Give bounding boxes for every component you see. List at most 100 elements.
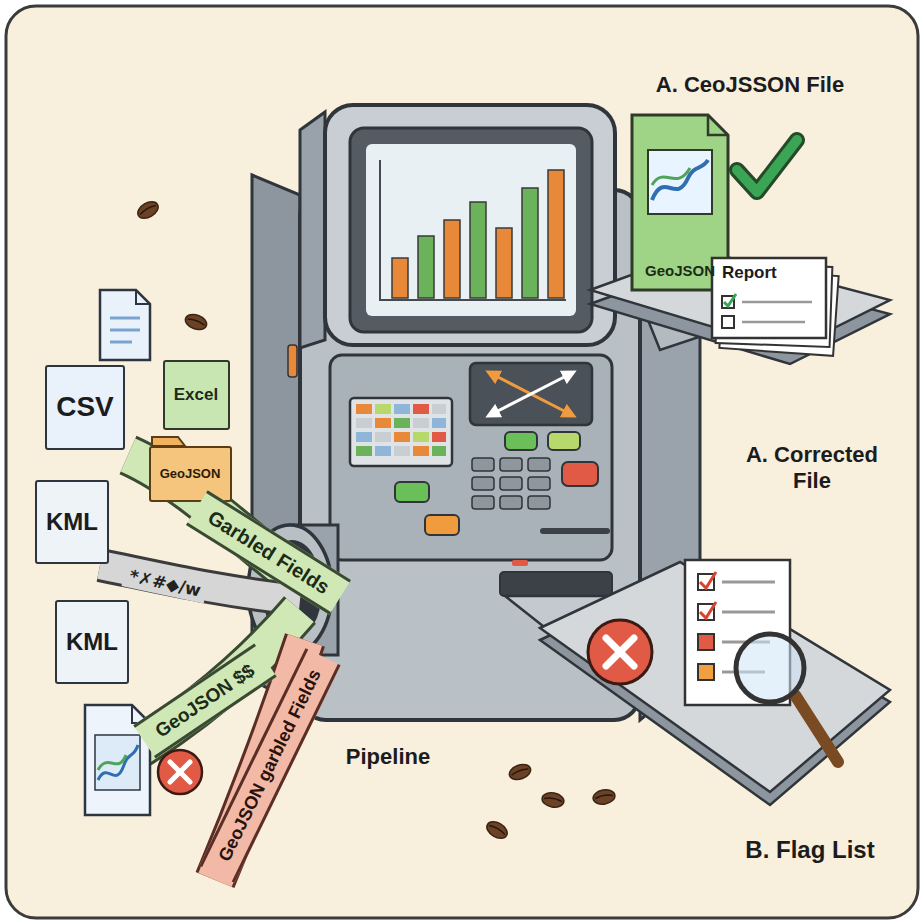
- document-icon: [110, 317, 140, 320]
- pipeline-machine: [325, 105, 615, 345]
- pipeline-machine: [444, 220, 460, 298]
- reject-symbol: [606, 638, 634, 666]
- grid-display: [356, 432, 372, 442]
- pipeline-machine: [392, 258, 408, 298]
- pipeline-machine: [470, 363, 592, 425]
- node-text: GeoJSON: [160, 467, 221, 482]
- node-text: KML: [66, 628, 118, 656]
- pipeline-machine: [492, 374, 570, 414]
- coffee-beans: [489, 824, 505, 834]
- pipeline-machine: [288, 345, 297, 377]
- data-ribbon: GeoJSON $$: [133, 644, 276, 759]
- geojson-output-file: GeoJSON: [632, 115, 728, 290]
- pipeline-machine: [548, 432, 580, 450]
- flag-list: [722, 611, 775, 614]
- check-mark: [737, 140, 797, 192]
- map-file-icon: [98, 745, 138, 780]
- coffee-beans: [183, 312, 208, 333]
- flag-list: [698, 664, 714, 680]
- pipeline-machine: [548, 170, 564, 298]
- kml-file: KML: [55, 600, 129, 684]
- node-text: GeoJSON $$: [151, 660, 259, 742]
- grid-display: [413, 404, 429, 414]
- coffee-beans: [592, 788, 616, 806]
- grid-display: [394, 418, 410, 428]
- check-mark: [737, 140, 797, 192]
- pipeline-machine: [505, 432, 537, 450]
- node-text: KML: [46, 508, 98, 536]
- pipeline-machine: [528, 477, 550, 490]
- stage-label: Pipeline: [346, 744, 430, 770]
- pipeline-machine: [562, 462, 598, 486]
- flag-list: [700, 572, 716, 588]
- report-page: Report: [712, 258, 826, 338]
- coffee-beans: [135, 198, 161, 221]
- coffee-beans: [484, 818, 510, 841]
- grid-display: [375, 446, 391, 456]
- pipeline-machine: [330, 355, 612, 560]
- coffee-beans: [592, 788, 616, 806]
- report-pages: [724, 294, 736, 306]
- grid-display: [375, 418, 391, 428]
- reject-symbol: [158, 620, 652, 794]
- coffee-beans: [507, 762, 532, 783]
- flag-list: [698, 634, 714, 650]
- grid-display: [432, 432, 446, 442]
- grid-display: [394, 404, 410, 414]
- grid-display: [356, 418, 372, 428]
- reject-symbol: [170, 762, 190, 782]
- coffee-beans: [541, 791, 565, 809]
- coffee-beans: [188, 318, 205, 326]
- pipeline-machine: [350, 128, 592, 332]
- output-label: A. CeoJSSON File: [656, 72, 844, 98]
- document-icon: [136, 290, 150, 304]
- pipeline-machine: [492, 374, 570, 414]
- node-text: CSV: [56, 391, 114, 423]
- output-label: B. Flag List: [745, 836, 874, 865]
- coffee-beans: [135, 198, 161, 221]
- grid-display: [432, 404, 446, 414]
- pipeline-machine: [425, 515, 459, 535]
- pipeline-machine: [528, 496, 550, 509]
- csv-file: CSV: [45, 365, 125, 450]
- kml-file: KML: [35, 480, 109, 564]
- coffee-beans: [139, 204, 155, 214]
- grid-display: [356, 404, 446, 456]
- folder-tab: [152, 437, 185, 446]
- coffee-beans: [507, 762, 532, 783]
- magnifier: [736, 634, 838, 762]
- reject-symbol: [158, 750, 202, 794]
- node-text: Excel: [174, 385, 218, 405]
- report-pages: [722, 316, 734, 328]
- pipeline-machine: [500, 496, 522, 509]
- grid-display: [413, 446, 429, 456]
- output-label: A. Corrected File: [725, 442, 900, 495]
- node-text: Garbled Fields: [203, 505, 333, 598]
- pipeline-machine: [540, 528, 610, 534]
- pipeline-machine: [512, 560, 528, 566]
- grid-display: [432, 446, 446, 456]
- grid-display: [356, 446, 372, 456]
- pipeline-machine: [500, 572, 612, 596]
- geojson-folder: GeoJSON: [149, 446, 232, 502]
- report-pages: [712, 258, 839, 356]
- coffee-beans: [544, 797, 562, 802]
- document-icon: [110, 329, 140, 332]
- card-background: [6, 6, 918, 918]
- pipeline-machine: [380, 160, 566, 300]
- coffee-beans: [541, 791, 565, 809]
- report-pages: [742, 321, 805, 324]
- grid-display: [413, 418, 429, 428]
- output-trays: [505, 250, 890, 805]
- pipeline-machine: [418, 236, 434, 298]
- geojson-file-icon: [652, 168, 690, 185]
- magnifier: [795, 695, 838, 762]
- pipeline-machine: [470, 202, 486, 298]
- garbled-symbols: *✗#◆/w: [121, 562, 209, 603]
- grid-display: [413, 432, 429, 442]
- pipeline-machine: [472, 477, 494, 490]
- report-pages: [712, 258, 826, 338]
- grid-display: [356, 404, 372, 414]
- coffee-beans: [511, 768, 528, 776]
